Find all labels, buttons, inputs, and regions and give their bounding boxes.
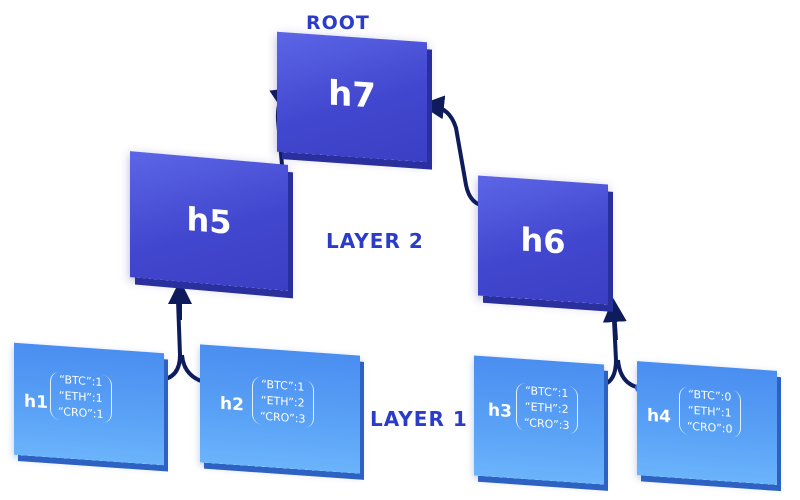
leaf-h2-title: h2	[220, 393, 244, 416]
leaf-h2: h2 “BTC”:1 “ETH”:2 “CRO”:3	[200, 344, 360, 474]
leaf-h1-entry-cro: “CRO”:1	[58, 404, 104, 422]
root-label: ROOT	[306, 12, 370, 34]
leaf-h3: h3 “BTC”:1 “ETH”:2 “CRO”:3	[474, 355, 604, 485]
leaf-h1-title: h1	[24, 391, 48, 414]
node-h6: h6	[478, 175, 608, 305]
layer-1-label: LAYER 1	[370, 407, 468, 431]
leaf-h3-title: h3	[488, 400, 512, 423]
layer-2-label: LAYER 2	[326, 229, 424, 253]
leaf-h1-entries: “BTC”:1 “ETH”:1 “CRO”:1	[50, 371, 112, 424]
node-h7-title: h7	[328, 73, 376, 117]
leaf-h4-title: h4	[647, 405, 671, 428]
leaf-h4-entry-cro: “CRO”:0	[687, 419, 733, 436]
leaf-h4-entries: “BTC”:0 “ETH”:1 “CRO”:0	[679, 386, 741, 439]
connector-h6-h7	[420, 95, 487, 208]
leaf-h2-entries: “BTC”:1 “ETH”:2 “CRO”:3	[252, 376, 314, 429]
leaf-h3-entries: “BTC”:1 “ETH”:2 “CRO”:3	[516, 382, 578, 435]
node-h6-title: h6	[520, 220, 566, 262]
leaf-h2-entry-cro: “CRO”:3	[260, 409, 306, 426]
leaf-h4: h4 “BTC”:0 “ETH”:1 “CRO”:0	[637, 361, 777, 485]
leaf-h1: h1 “BTC”:1 “ETH”:1 “CRO”:1	[14, 342, 164, 466]
arrow-into-h6	[602, 298, 627, 341]
node-h5: h5	[130, 151, 288, 291]
node-h7: h7	[277, 31, 427, 163]
node-h5-title: h5	[186, 200, 232, 242]
leaf-h3-entry-cro: “CRO”:3	[524, 415, 570, 433]
